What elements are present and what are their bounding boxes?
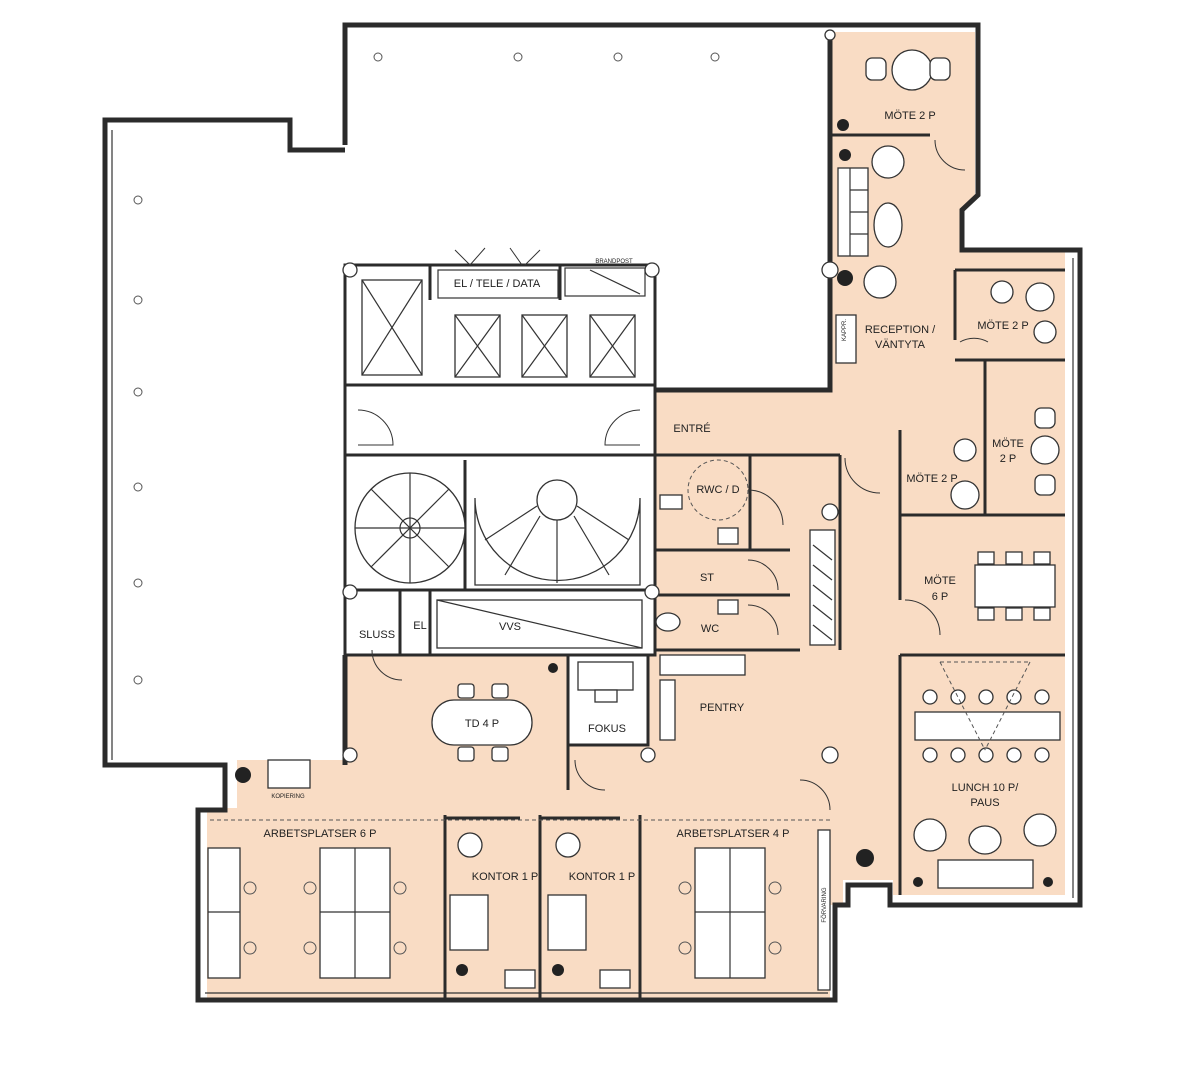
label-arbetsplatser-6: ARBETSPLATSER 6 P [264, 828, 377, 840]
label-forvaring: FÖRVARING [821, 887, 828, 922]
label-mote-d: MÖTE 2 P [906, 473, 957, 485]
label-arbetsplatser-4: ARBETSPLATSER 4 P [677, 828, 790, 840]
label-wc: WC [701, 623, 719, 635]
elevators [361, 267, 646, 378]
interior-walls [210, 133, 1065, 1000]
label-mote-6-line2: 6 P [932, 591, 949, 603]
doors [357, 139, 989, 811]
spiral-stairs [354, 472, 641, 586]
label-kontor-2: KONTOR 1 P [569, 871, 635, 883]
label-reception-line1: RECEPTION / [865, 324, 936, 336]
label-mote-a: MÖTE 2 P [884, 110, 935, 122]
label-lunch-line2: PAUS [970, 797, 999, 809]
outer-walls [102, 22, 1083, 1003]
label-entre: ENTRÉ [673, 422, 710, 435]
label-sluss: SLUSS [359, 629, 395, 641]
label-brandpost: BRANDPOST [595, 259, 633, 265]
label-mote-6-line1: MÖTE [924, 575, 956, 587]
label-el: EL [413, 620, 426, 632]
label-mote-c-line1: MÖTE [992, 438, 1024, 450]
plants [235, 119, 1053, 976]
label-td: TD 4 P [465, 718, 499, 730]
terrace-markers [133, 52, 720, 685]
label-kontor-1: KONTOR 1 P [472, 871, 538, 883]
label-el-tele-data: EL / TELE / DATA [454, 278, 541, 290]
label-lunch-line1: LUNCH 10 P/ [952, 782, 1020, 794]
vvs-shaft [436, 599, 643, 649]
label-mote-b: MÖTE 2 P [977, 320, 1028, 332]
label-rwc: RWC / D [696, 484, 739, 496]
label-kapprum: KAPPR. [842, 319, 848, 341]
label-mote-c-line2: 2 P [1000, 453, 1017, 465]
label-pentry: PENTRY [700, 702, 745, 714]
room-labels: MÖTE 2 P RECEPTION / VÄNTYTA MÖTE 2 P MÖ… [264, 110, 1029, 923]
furniture [207, 49, 1061, 991]
label-fokus: FOKUS [588, 723, 626, 735]
columns [342, 29, 839, 764]
label-kopiering: KOPIERING [271, 794, 305, 800]
label-reception-line2: VÄNTYTA [875, 339, 926, 351]
label-st: ST [700, 572, 714, 584]
label-vvs: VVS [499, 621, 521, 633]
